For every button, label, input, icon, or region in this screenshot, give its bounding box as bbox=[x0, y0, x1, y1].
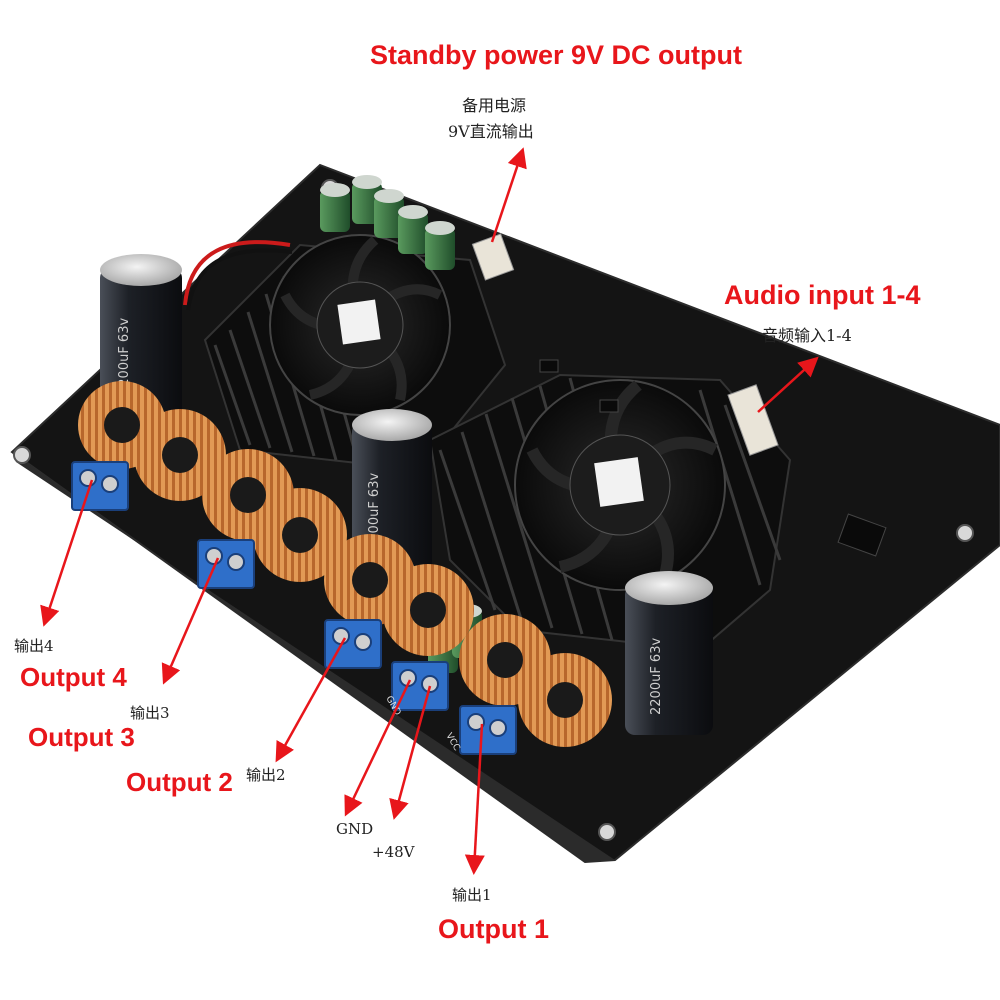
ic-chips bbox=[539, 359, 887, 557]
label-standby-en: Standby power 9V DC output bbox=[370, 40, 743, 70]
label-output-2-cn: 输出2 bbox=[246, 766, 286, 784]
label-audio-en: Audio input 1-4 bbox=[724, 280, 921, 310]
coil bbox=[518, 653, 612, 747]
annotation-arrows bbox=[40, 147, 819, 875]
fan-wire bbox=[183, 240, 291, 306]
terminal-output-2 bbox=[324, 619, 382, 669]
toroid-coils bbox=[78, 381, 612, 747]
terminal-output-3 bbox=[197, 539, 255, 589]
arrow-output-2 bbox=[275, 637, 347, 763]
capacitor-print-right: 2200uF 63v bbox=[649, 638, 664, 715]
label-output-4-en: Output 4 bbox=[20, 662, 127, 692]
standby-power-connector bbox=[471, 233, 515, 281]
small-capacitors-top bbox=[320, 175, 455, 270]
label-output-1-en: Output 1 bbox=[438, 914, 549, 944]
terminal-output-1 bbox=[459, 705, 517, 755]
label-standby-cn-2: 9V直流输出 bbox=[448, 122, 534, 141]
pcb-board-edge bbox=[12, 452, 615, 862]
label-gnd: GND bbox=[336, 820, 374, 838]
arrow-output-1 bbox=[464, 723, 485, 875]
arrow-audio bbox=[757, 356, 819, 413]
arrow-standby bbox=[490, 147, 527, 243]
capacitor-print-left: 2200uF 63v bbox=[117, 318, 132, 395]
fan-sticker-left bbox=[337, 299, 381, 345]
label-standby-cn-1: 备用电源 bbox=[462, 96, 527, 115]
capacitor-large-right: 2200uF 63v bbox=[625, 571, 713, 735]
label-48v: +48V bbox=[372, 843, 415, 861]
arrow-gnd bbox=[344, 679, 412, 817]
coil bbox=[134, 409, 226, 501]
arrow-output-3 bbox=[161, 557, 220, 685]
terminal-power bbox=[391, 661, 449, 711]
label-output-3-en: Output 3 bbox=[28, 722, 135, 752]
label-output-3-cn: 输出3 bbox=[130, 704, 170, 722]
heatsink-left bbox=[203, 234, 507, 472]
label-output-2-en: Output 2 bbox=[126, 767, 233, 797]
label-output-1-cn: 输出1 bbox=[452, 886, 492, 904]
terminal-output-4 bbox=[71, 461, 129, 511]
label-audio-cn: 音频输入1-4 bbox=[762, 326, 852, 345]
capacitor-print-center: 2200uF 63v bbox=[367, 473, 382, 550]
arrow-48v bbox=[389, 685, 432, 820]
coil bbox=[253, 488, 347, 582]
label-output-4-cn: 输出4 bbox=[14, 637, 54, 655]
fan-sticker-right bbox=[594, 457, 644, 507]
coil bbox=[382, 564, 474, 656]
audio-input-connector bbox=[727, 384, 779, 456]
arrow-output-4 bbox=[40, 479, 94, 627]
capacitor-large-left: 2200uF 63v bbox=[100, 254, 182, 418]
